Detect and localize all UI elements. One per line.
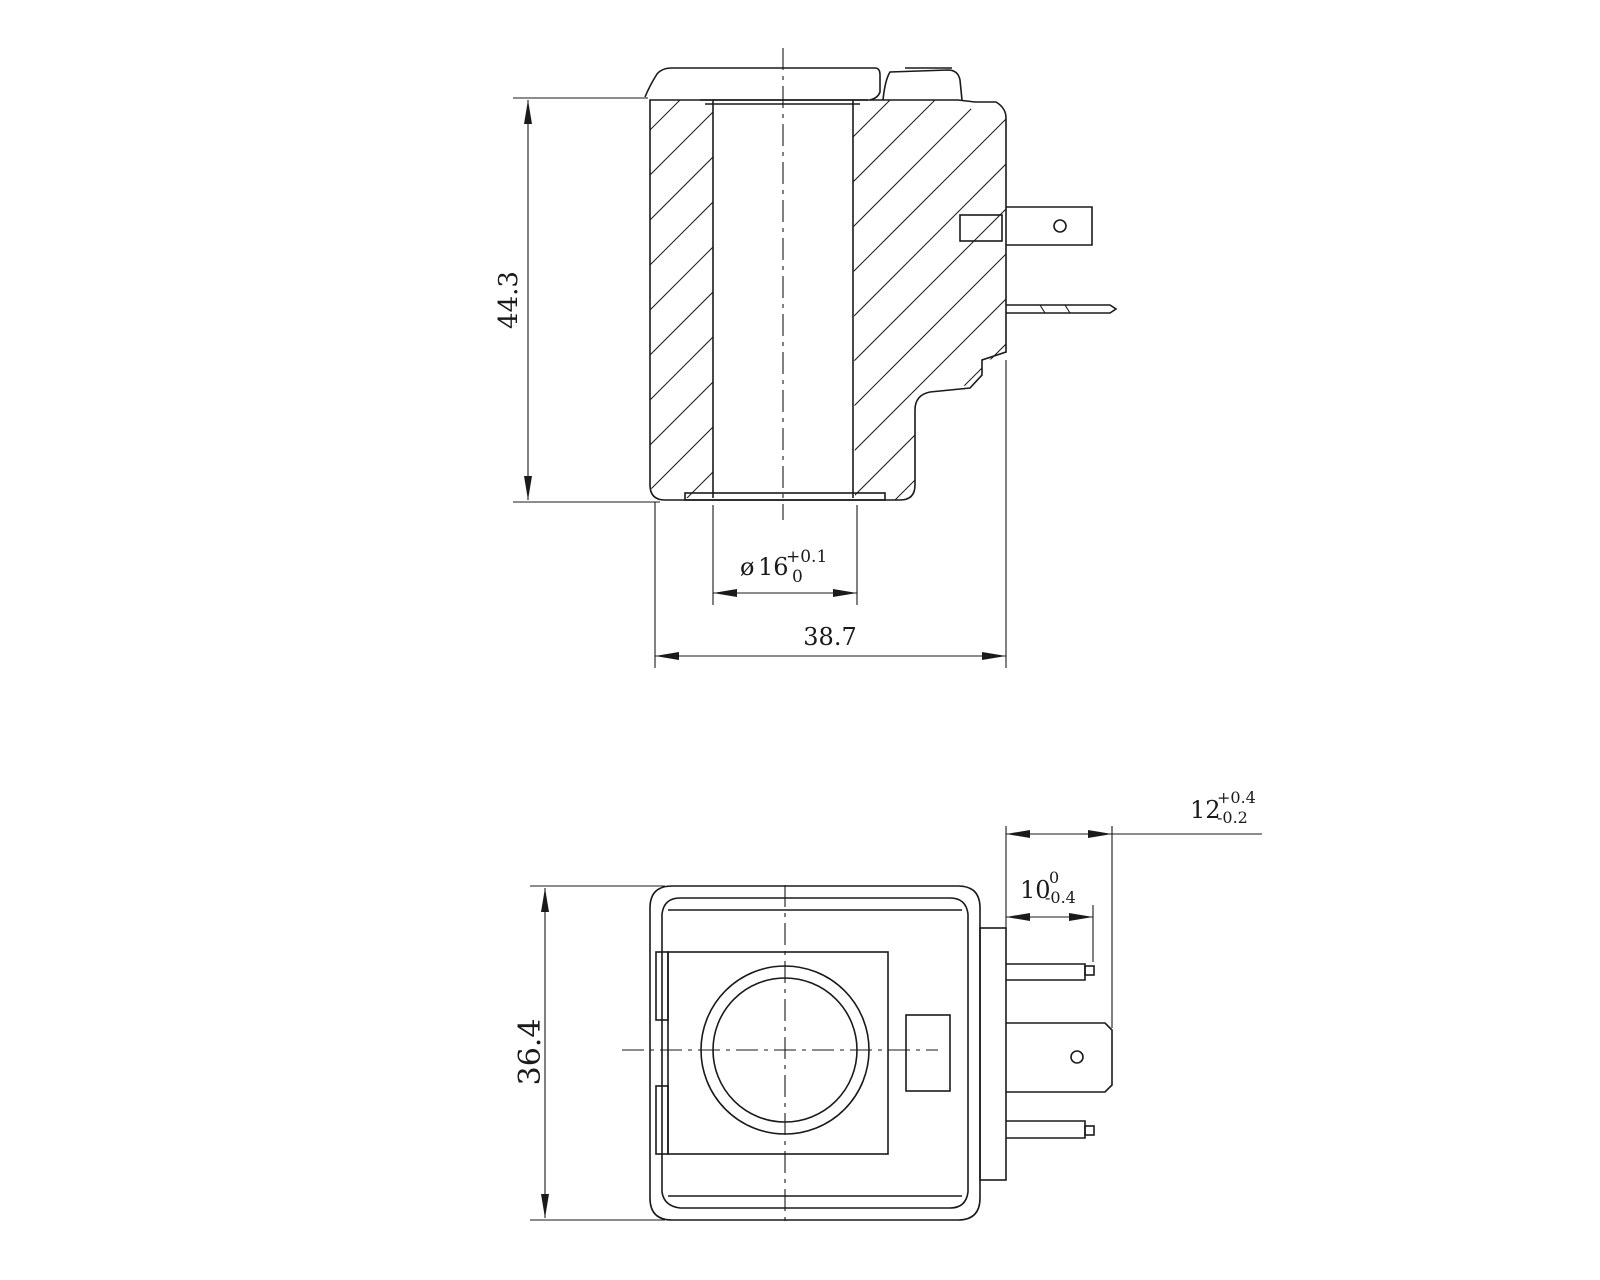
dim-10-lower-tol: -0.4 [1045, 888, 1076, 907]
slot-lower [655, 1085, 669, 1155]
dim-terminal-offset: 10 0 -0.4 [1006, 868, 1094, 962]
pin-middle-hole [1070, 1050, 1084, 1064]
dim-height-front: 44.3 [494, 97, 660, 503]
dim-12-lower-tol: -0.2 [1217, 808, 1248, 827]
terminal-spade-upper [1006, 206, 1093, 246]
section-view [644, 48, 1118, 520]
terminal-hole [1053, 219, 1067, 233]
inner-frame [667, 951, 889, 1155]
dim-12-nominal: 12 [1190, 796, 1221, 824]
dim-bore-upper-tol: +0.1 [786, 547, 827, 567]
dim-terminal-length: 12 +0.4 -0.2 [1005, 788, 1262, 1028]
hatch-right [853, 100, 1006, 500]
top-body-outer [649, 885, 981, 1221]
top-cap [644, 67, 881, 101]
dim-38-7-label: 38.7 [803, 623, 856, 651]
slot-upper [655, 951, 669, 1021]
dim-36-4-label: 36.4 [513, 1019, 548, 1086]
top-body-inner [661, 897, 969, 1209]
dim-width-front: 38.7 [654, 360, 1007, 668]
dim-10-upper-tol: 0 [1049, 868, 1059, 887]
pin-upper [1006, 963, 1086, 981]
terminal-block [959, 214, 1003, 242]
dim-bore: ø 16 +0.1 0 [712, 505, 858, 605]
coil-body-outline [649, 99, 1007, 501]
dim-12-upper-tol: +0.4 [1217, 788, 1256, 807]
pin-lower [1006, 1120, 1086, 1139]
dim-bore-nominal: 16 [758, 553, 789, 581]
dim-10-nominal: 10 [1020, 876, 1051, 904]
pin-middle-spade [1006, 1022, 1113, 1093]
bore-bottom-lip [684, 492, 886, 501]
dim-44-3-label: 44.3 [494, 271, 524, 329]
dim-bore-symbol: ø [740, 553, 754, 581]
hatch-left [650, 100, 713, 498]
terminal-spade-lower [1006, 304, 1118, 314]
top-view [622, 885, 1113, 1222]
side-tab [905, 1014, 951, 1092]
dim-bore-lower-tol: 0 [792, 567, 803, 587]
dim-height-top: 36.4 [513, 885, 665, 1221]
top-cap-right [882, 69, 963, 101]
terminal-housing [979, 927, 1007, 1181]
